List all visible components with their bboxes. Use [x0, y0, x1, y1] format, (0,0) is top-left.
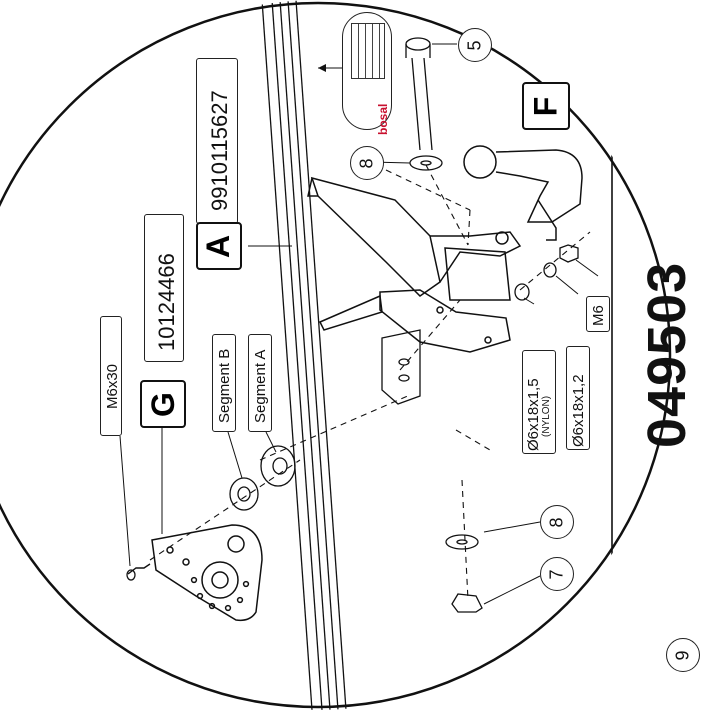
brand-logo-text: bosal	[376, 103, 390, 135]
brand-plate: bosal	[342, 12, 392, 135]
callout-9: 9	[666, 638, 700, 672]
tow-ball-F	[463, 145, 583, 245]
segment-a-label: Segment A	[248, 334, 272, 432]
nut-7	[451, 593, 483, 613]
bolt-size-label: M6x30	[100, 316, 122, 436]
segment-b-label: Segment B	[212, 334, 236, 432]
washer-nylon-label: Ø6x18x1,5 (NYLON)	[522, 350, 556, 454]
detail-circle	[0, 1, 672, 709]
washer-steel-label: Ø6x18x1,2	[566, 346, 590, 450]
chassis-rail	[261, 0, 313, 710]
long-bolt	[405, 37, 433, 151]
washer-bottom	[445, 534, 479, 550]
part-code-A: 9910115627	[196, 58, 238, 224]
part-letter-F: F	[522, 82, 570, 130]
document-number: 049503	[637, 261, 697, 448]
washer-top	[409, 155, 443, 171]
segments	[229, 445, 296, 511]
nut-size-label: M6	[586, 296, 610, 332]
part-code-G: 10124466	[144, 214, 184, 362]
callout-5: 5	[458, 28, 492, 62]
brand-plate-grid	[351, 23, 385, 79]
callout-8-bottom: 8	[540, 505, 574, 539]
callout-7: 7	[540, 557, 574, 591]
flange-plate-G	[151, 524, 263, 622]
callout-8-top: 8	[350, 146, 384, 180]
bracket-A	[307, 176, 522, 353]
part-letter-A: A	[196, 222, 242, 270]
part-letter-G: G	[140, 380, 186, 428]
